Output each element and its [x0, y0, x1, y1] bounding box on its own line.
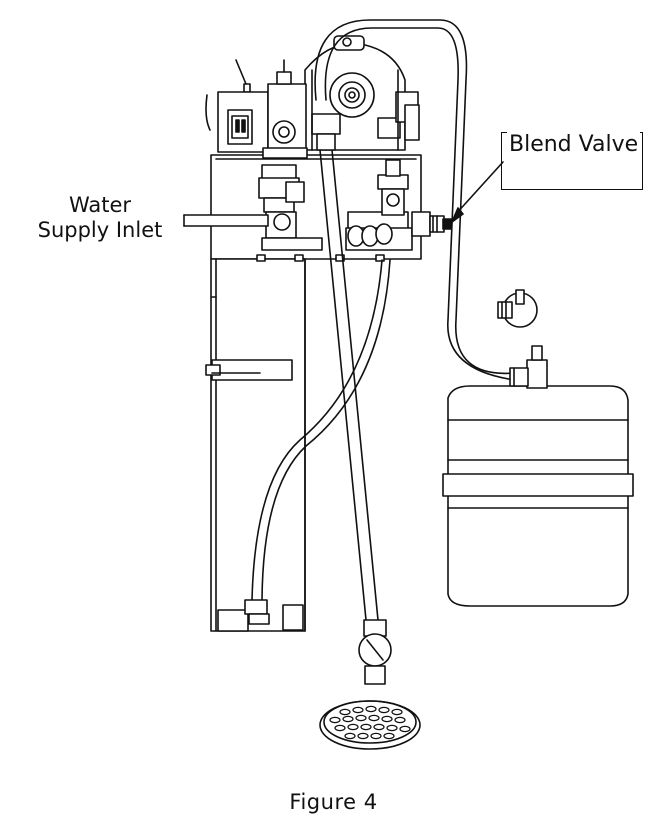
product-tube [244, 259, 391, 625]
water-supply-inlet-label-line1: Water [68, 193, 132, 217]
blend-valve-label: Blend Valve [507, 132, 641, 159]
spare-ball-valve [497, 289, 538, 328]
drain-grate [319, 700, 421, 750]
blend-valve-assembly [345, 159, 452, 251]
solenoid-and-power [205, 59, 308, 159]
drain-tube [319, 149, 392, 685]
inlet-fittings [258, 164, 323, 251]
water-supply-inlet-tube [183, 214, 269, 227]
figure-caption: Figure 4 [289, 790, 378, 814]
tank-feed-tube [314, 19, 516, 381]
water-supply-inlet-label-line2: Supply Inlet [37, 218, 163, 243]
pump-motor [304, 35, 420, 151]
water-supply-inlet-label: Water Supply Inlet [30, 193, 170, 243]
storage-tank [442, 345, 634, 607]
blend-valve-callout-arrow [451, 161, 504, 223]
